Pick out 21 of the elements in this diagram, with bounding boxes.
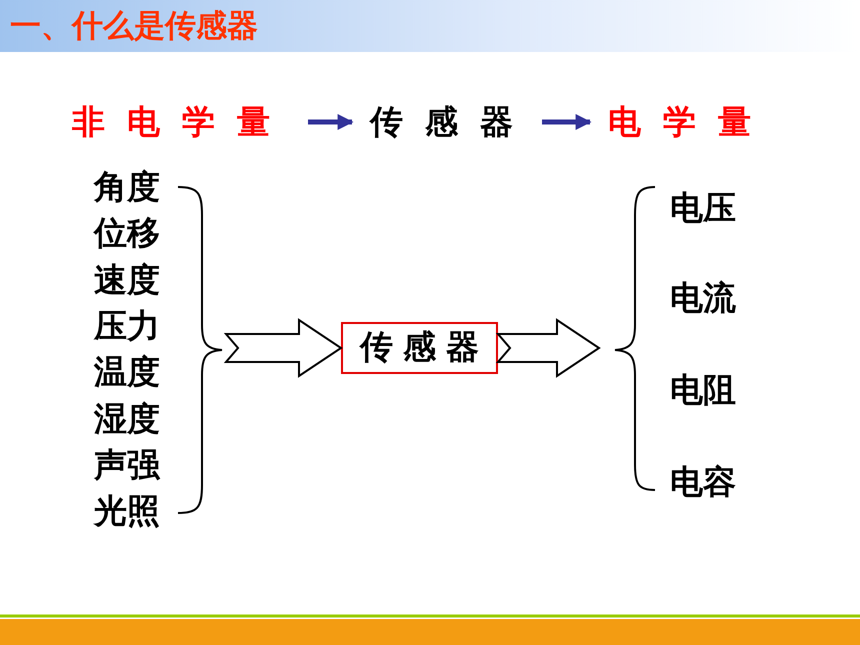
quantity-label: 温度 — [94, 352, 160, 392]
quantity-label: 角度 — [94, 167, 160, 207]
quantity-label: 压力 — [94, 306, 160, 346]
block-arrow — [224, 318, 343, 378]
quantity-label: 电流 — [670, 278, 736, 318]
quantity-label: 声强 — [94, 444, 160, 485]
quantity-label: 电阻 — [670, 370, 736, 410]
sensor-box: 传感器 — [341, 322, 498, 374]
quantity-heading: 电学量 — [608, 102, 773, 142]
quantity-label: 速度 — [94, 260, 160, 300]
quantity-heading: 传感器 — [370, 102, 535, 142]
block-arrow — [496, 318, 601, 378]
arrow — [542, 114, 592, 130]
quantity-label: 光照 — [94, 491, 160, 532]
quantity-label: 电容 — [670, 462, 736, 502]
slide-title: 一、什么是传感器 — [10, 7, 258, 46]
quantity-label: 湿度 — [94, 398, 160, 438]
quantity-heading: 非电学量 — [72, 102, 292, 142]
quantity-label: 位移 — [94, 213, 160, 254]
arrow — [308, 114, 354, 130]
quantity-label: 电压 — [670, 188, 736, 228]
